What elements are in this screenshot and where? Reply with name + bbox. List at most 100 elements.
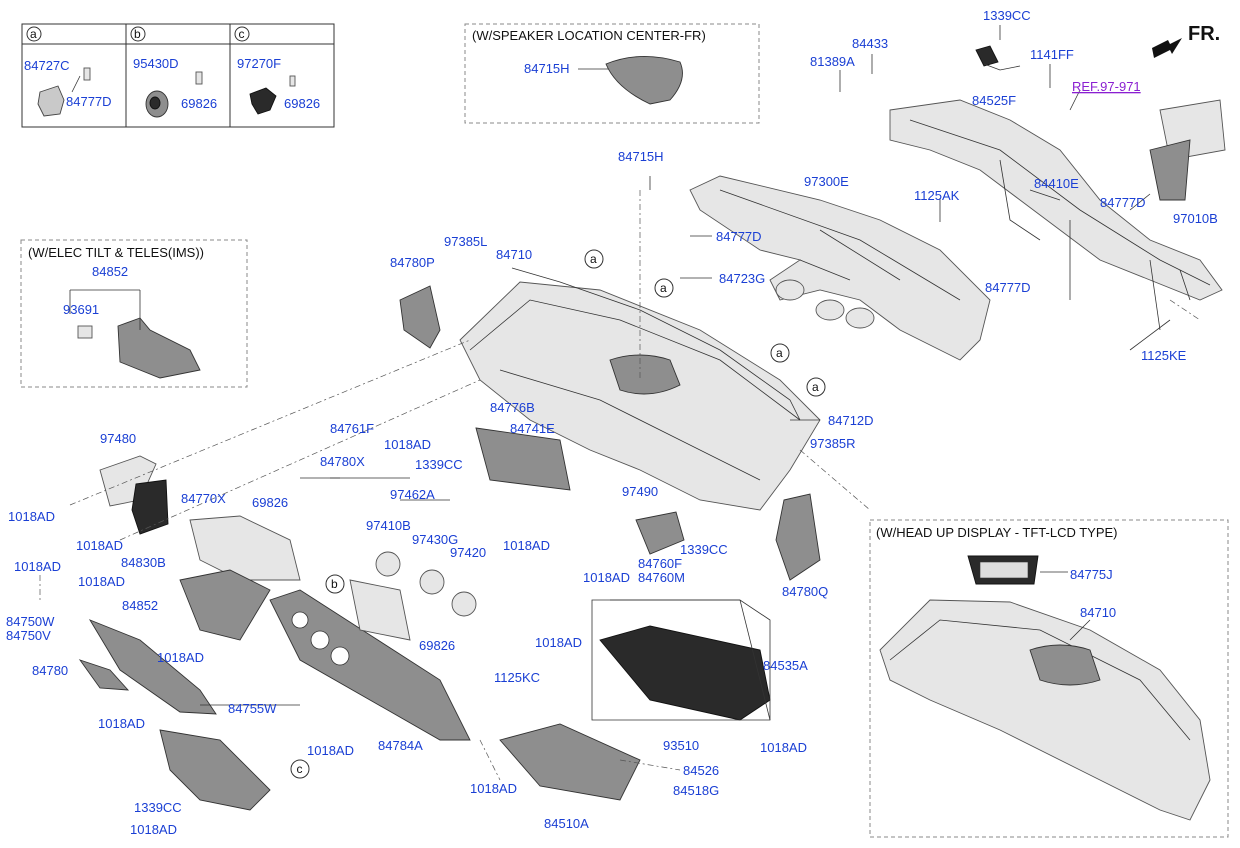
label-97410B[interactable]: 97410B bbox=[366, 518, 411, 533]
part-labels: 84715H 1339CC 84433 81389A 1141FF 84525F… bbox=[6, 8, 1218, 837]
label-84777D-upper[interactable]: 84777D bbox=[985, 280, 1031, 295]
callout-a-3: a bbox=[776, 346, 783, 360]
label-1018AD-11[interactable]: 1018AD bbox=[535, 635, 582, 650]
label-1141FF[interactable]: 1141FF bbox=[1030, 47, 1074, 62]
callouts: a a a a b c bbox=[290, 249, 826, 779]
label-97010B[interactable]: 97010B bbox=[1173, 211, 1218, 226]
label-93510[interactable]: 93510 bbox=[663, 738, 699, 753]
label-84775J[interactable]: 84775J bbox=[1070, 567, 1113, 582]
label-81389A[interactable]: 81389A bbox=[810, 54, 855, 69]
label-84760F[interactable]: 84760F bbox=[638, 556, 682, 571]
label-1339CC-bottom[interactable]: 1339CC bbox=[134, 800, 182, 815]
label-84830B[interactable]: 84830B bbox=[121, 555, 166, 570]
label-1125AK[interactable]: 1125AK bbox=[914, 188, 960, 203]
legend-b-part-1[interactable]: 95430D bbox=[133, 56, 179, 71]
label-84712D[interactable]: 84712D bbox=[828, 413, 874, 428]
label-84525F[interactable]: 84525F bbox=[972, 93, 1016, 108]
label-84518G[interactable]: 84518G bbox=[673, 783, 719, 798]
label-1339CC-b[interactable]: 1339CC bbox=[680, 542, 728, 557]
fr-arrow-icon bbox=[1152, 38, 1182, 58]
label-84780X[interactable]: 84780X bbox=[320, 454, 365, 469]
label-84770X[interactable]: 84770X bbox=[181, 491, 226, 506]
label-84710[interactable]: 84710 bbox=[496, 247, 532, 262]
label-84535A[interactable]: 84535A bbox=[763, 658, 808, 673]
ref-link[interactable]: REF.97-971 bbox=[1072, 79, 1141, 94]
speaker-box-title: (W/SPEAKER LOCATION CENTER-FR) bbox=[472, 28, 706, 43]
legend-c-part-1[interactable]: 97270F bbox=[237, 56, 281, 71]
label-69826-a[interactable]: 69826 bbox=[252, 495, 288, 510]
main-crash-pad bbox=[459, 267, 821, 511]
label-97480[interactable]: 97480 bbox=[100, 431, 136, 446]
label-1018AD-1[interactable]: 1018AD bbox=[384, 437, 431, 452]
label-1018AD-14[interactable]: 1018AD bbox=[583, 570, 630, 585]
label-84760M[interactable]: 84760M bbox=[638, 570, 685, 585]
label-84715H-box[interactable]: 84715H bbox=[524, 61, 570, 76]
label-1018AD-2[interactable]: 1018AD bbox=[8, 509, 55, 524]
lower-parts bbox=[78, 285, 821, 811]
legend-a-part-1[interactable]: 84727C bbox=[24, 58, 70, 73]
label-1018AD-12[interactable]: 1018AD bbox=[760, 740, 807, 755]
label-84526[interactable]: 84526 bbox=[683, 763, 719, 778]
speaker-cover-shape bbox=[605, 56, 683, 105]
label-84410E[interactable]: 84410E bbox=[1034, 176, 1079, 191]
callout-c: c bbox=[297, 762, 303, 776]
label-1125KC[interactable]: 1125KC bbox=[494, 670, 540, 685]
label-84755W[interactable]: 84755W bbox=[228, 701, 277, 716]
label-84723G[interactable]: 84723G bbox=[719, 271, 765, 286]
label-1018AD-13[interactable]: 1018AD bbox=[130, 822, 177, 837]
legend-a-part-2[interactable]: 84777D bbox=[66, 94, 112, 109]
label-84761F[interactable]: 84761F bbox=[330, 421, 374, 436]
speaker-location-box: (W/SPEAKER LOCATION CENTER-FR) 84715H bbox=[464, 23, 760, 124]
label-84510A[interactable]: 84510A bbox=[544, 816, 589, 831]
label-84750V[interactable]: 84750V bbox=[6, 628, 51, 643]
label-97430G[interactable]: 97430G bbox=[412, 532, 458, 547]
label-84780P[interactable]: 84780P bbox=[390, 255, 435, 270]
callout-a-2: a bbox=[660, 281, 667, 295]
label-1018AD-5[interactable]: 1018AD bbox=[78, 574, 125, 589]
label-1018AD-10[interactable]: 1018AD bbox=[470, 781, 517, 796]
tilt-box: (W/ELEC TILT & TELES(IMS)) bbox=[20, 239, 248, 388]
label-1339CC-mid[interactable]: 1339CC bbox=[415, 457, 463, 472]
callout-a-1: a bbox=[590, 252, 597, 266]
label-1018AD-8[interactable]: 1018AD bbox=[98, 716, 145, 731]
column-cover-shape bbox=[117, 317, 201, 379]
label-97385L[interactable]: 97385L bbox=[444, 234, 487, 249]
hud-box: (W/HEAD UP DISPLAY - TFT-LCD TYPE) bbox=[869, 519, 1229, 838]
label-84776B[interactable]: 84776B bbox=[490, 400, 535, 415]
label-84777D-mid[interactable]: 84777D bbox=[716, 229, 762, 244]
label-97490[interactable]: 97490 bbox=[622, 484, 658, 499]
label-1018AD-3[interactable]: 1018AD bbox=[76, 538, 123, 553]
label-84750W[interactable]: 84750W bbox=[6, 614, 55, 629]
label-84710-hud[interactable]: 84710 bbox=[1080, 605, 1116, 620]
label-97300E[interactable]: 97300E bbox=[804, 174, 849, 189]
legend-b-part-2[interactable]: 69826 bbox=[181, 96, 217, 111]
hud-box-title: (W/HEAD UP DISPLAY - TFT-LCD TYPE) bbox=[876, 525, 1118, 540]
label-1018AD-9[interactable]: 1018AD bbox=[307, 743, 354, 758]
label-97420[interactable]: 97420 bbox=[450, 545, 486, 560]
label-84852[interactable]: 84852 bbox=[122, 598, 158, 613]
label-84777D-right[interactable]: 84777D bbox=[1100, 195, 1146, 210]
label-84715H[interactable]: 84715H bbox=[618, 149, 664, 164]
label-1018AD-7[interactable]: 1018AD bbox=[503, 538, 550, 553]
label-84433[interactable]: 84433 bbox=[852, 36, 888, 51]
label-1018AD-4[interactable]: 1018AD bbox=[14, 559, 61, 574]
label-97462A[interactable]: 97462A bbox=[390, 487, 435, 502]
label-1018AD-6[interactable]: 1018AD bbox=[157, 650, 204, 665]
cowl-crossbar-assembly bbox=[889, 45, 1226, 331]
label-97385R[interactable]: 97385R bbox=[810, 436, 856, 451]
label-84780Q[interactable]: 84780Q bbox=[782, 584, 828, 599]
label-84741E[interactable]: 84741E bbox=[510, 421, 555, 436]
label-1339CC-top[interactable]: 1339CC bbox=[983, 8, 1031, 23]
label-84852-tilt[interactable]: 84852 bbox=[92, 264, 128, 279]
tilt-box-title: (W/ELEC TILT & TELES(IMS)) bbox=[28, 245, 204, 260]
leader-lines bbox=[200, 25, 1171, 721]
front-direction-indicator: FR. bbox=[1152, 23, 1220, 58]
label-1125KE[interactable]: 1125KE bbox=[1141, 348, 1187, 363]
legend-c-part-2[interactable]: 69826 bbox=[284, 96, 320, 111]
label-93691[interactable]: 93691 bbox=[63, 302, 99, 317]
label-84784A[interactable]: 84784A bbox=[378, 738, 423, 753]
label-84780[interactable]: 84780 bbox=[32, 663, 68, 678]
label-69826-b[interactable]: 69826 bbox=[419, 638, 455, 653]
dash-lines bbox=[39, 190, 1201, 781]
tweeter-c-shape bbox=[249, 87, 277, 115]
